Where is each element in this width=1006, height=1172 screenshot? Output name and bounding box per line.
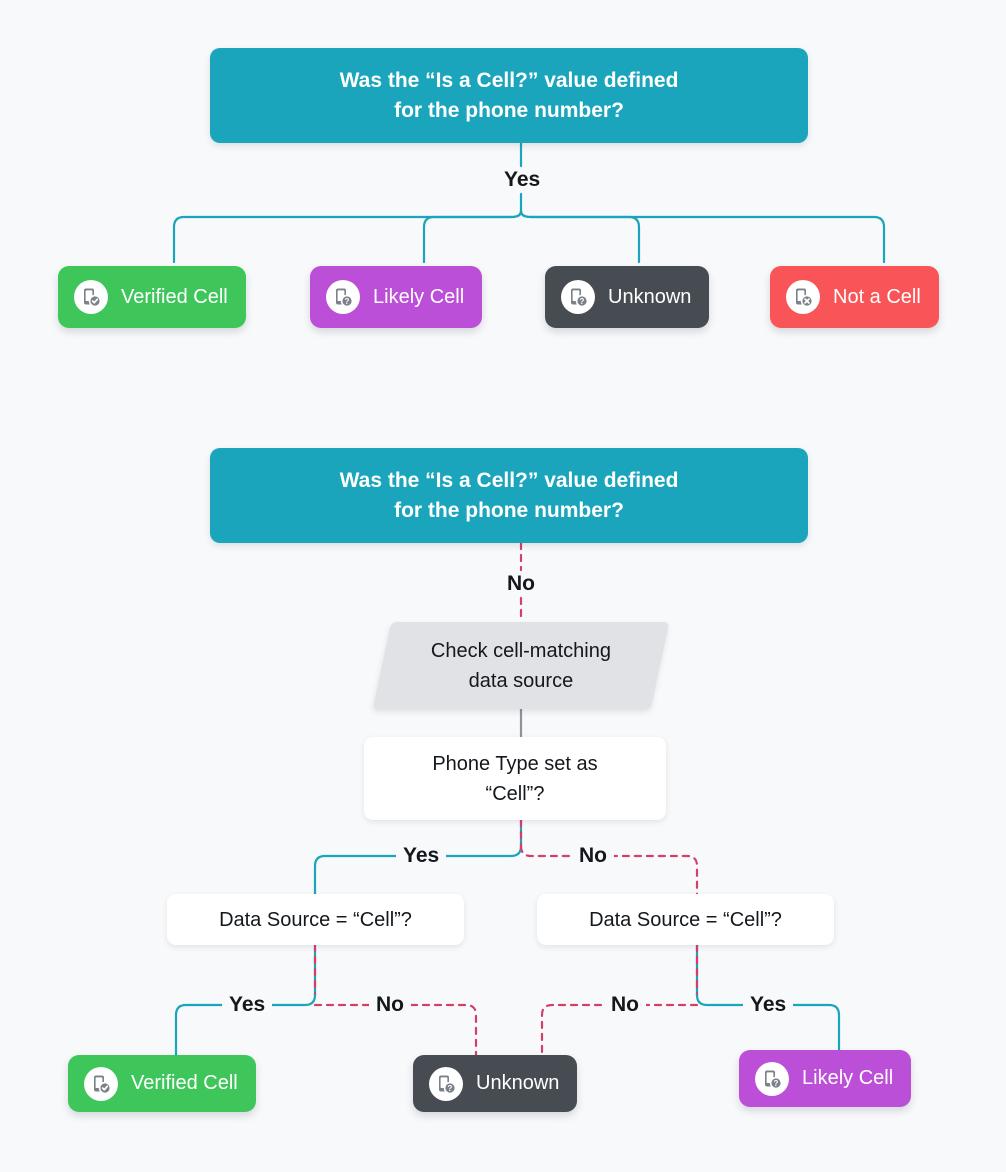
status-badge-label: Unknown [608, 285, 692, 308]
decision-text: Data Source = “Cell”? [589, 908, 782, 931]
edge-label-yes-top: Yes [497, 168, 548, 192]
question-line-2: for the phone number? [394, 498, 624, 522]
edge-label-yes-left-data-source: Yes [222, 993, 273, 1017]
edge-label-yes-right-data-source: Yes [743, 993, 794, 1017]
phone-check-icon [84, 1066, 118, 1101]
svg-text:?: ? [580, 297, 585, 306]
edge-label-no-left-data-source: No [369, 993, 411, 1017]
status-badge-unknown-bottom[interactable]: ? Unknown [413, 1055, 578, 1112]
phone-question-icon: ? [755, 1061, 789, 1096]
decision-line-2: “Cell”? [485, 782, 545, 805]
phone-question-icon: ? [561, 280, 595, 314]
status-badge-label: Unknown [476, 1072, 560, 1094]
phone-x-icon [786, 280, 820, 314]
status-badge-likely-cell[interactable]: ? Likely Cell [310, 266, 483, 328]
status-badge-verified-cell[interactable]: Verified Cell [58, 266, 246, 328]
question-line-1: Was the “Is a Cell?” value defined [339, 68, 679, 92]
status-badge-unknown[interactable]: ? Unknown [545, 266, 710, 328]
decision-data-source-left: Data Source = “Cell”? [167, 894, 464, 945]
status-badge-label: Likely Cell [802, 1067, 894, 1089]
decision-text: Data Source = “Cell”? [219, 908, 412, 931]
question-line-1: Was the “Is a Cell?” value defined [339, 468, 679, 492]
question-box-is-a-cell-top: Was the “Is a Cell?” value defined for t… [210, 48, 808, 143]
process-check-cell-matching-data-source: Check cell-matching data source [372, 622, 670, 709]
process-line-1: Check cell-matching [430, 639, 612, 662]
process-line-2: data source [468, 669, 574, 692]
status-badge-label: Verified Cell [131, 1072, 238, 1094]
decision-data-source-right: Data Source = “Cell”? [537, 894, 834, 945]
status-badge-not-a-cell[interactable]: Not a Cell [770, 266, 939, 328]
svg-text:?: ? [345, 297, 350, 306]
status-badge-label: Not a Cell [833, 285, 921, 308]
phone-question-icon: ? [429, 1066, 463, 1101]
svg-text:?: ? [448, 1084, 453, 1093]
decision-line-1: Phone Type set as [432, 752, 598, 775]
question-box-is-a-cell-bottom: Was the “Is a Cell?” value defined for t… [210, 448, 808, 543]
phone-check-icon [74, 280, 108, 314]
edge-label-no-main: No [500, 572, 542, 596]
edge-label-yes-phone-type: Yes [396, 844, 447, 868]
question-line-2: for the phone number? [394, 98, 624, 122]
status-badge-likely-cell-bottom[interactable]: ? Likely Cell [739, 1050, 912, 1107]
edge-label-no-right-data-source: No [604, 993, 646, 1017]
decision-phone-type-set-as-cell: Phone Type set as “Cell”? [364, 737, 666, 820]
status-badge-label: Likely Cell [373, 285, 465, 308]
status-badge-label: Verified Cell [121, 285, 228, 308]
status-badge-verified-cell-bottom[interactable]: Verified Cell [68, 1055, 256, 1112]
svg-text:?: ? [774, 1079, 779, 1088]
phone-question-icon: ? [326, 280, 360, 314]
edge-label-no-phone-type: No [572, 844, 614, 868]
